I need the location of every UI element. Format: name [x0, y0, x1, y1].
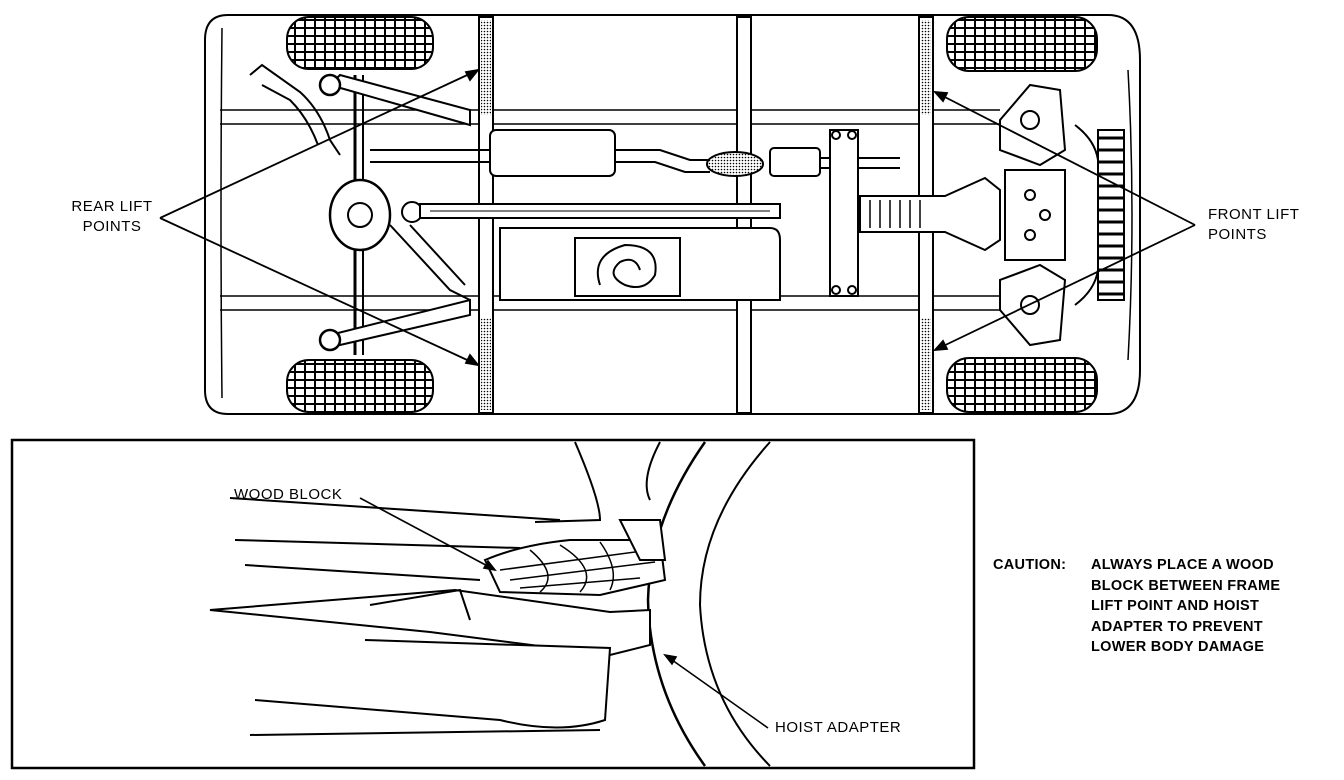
hoist-adapter-label: HOIST ADAPTER — [775, 719, 902, 736]
caution-line: BLOCK BETWEEN FRAME — [1091, 577, 1281, 594]
rear-lift-points-line-2: POINTS — [82, 218, 142, 235]
caution-note: CAUTION: ALWAYS PLACE A WOOD BLOCK BETWE… — [993, 555, 1333, 665]
differential — [328, 178, 392, 252]
front-left-tire — [946, 16, 1098, 72]
rear-lift-points-line-1: REAR LIFT — [71, 198, 153, 215]
front-lift-points-line-2: POINTS — [1208, 226, 1267, 243]
radiator — [1097, 129, 1125, 301]
front-suspension-lower — [999, 263, 1067, 347]
engine-block — [1004, 169, 1066, 261]
inset-tire — [646, 441, 707, 767]
rear-right-tire — [286, 359, 434, 413]
front-suspension-upper — [999, 83, 1067, 167]
lift-point-leaders — [159, 68, 1196, 367]
resonator — [706, 151, 764, 177]
rear-left-tire — [286, 16, 434, 70]
body-outline — [204, 14, 1141, 415]
transmission — [859, 176, 1001, 252]
front-lift-points-label: FRONT LIFT POINTS — [1208, 205, 1299, 245]
inset-frame-rail — [209, 588, 651, 657]
muffler — [489, 129, 616, 177]
rear-lift-points-label: REAR LIFT POINTS — [48, 197, 176, 237]
detail-inset — [10, 438, 976, 770]
wood-block-label: WOOD BLOCK — [234, 486, 343, 503]
front-right-tire — [946, 357, 1098, 413]
inset-hoist-adapter — [254, 639, 612, 729]
caution-body: ALWAYS PLACE A WOOD BLOCK BETWEEN FRAME … — [1091, 555, 1280, 658]
catalytic-converter — [769, 147, 821, 177]
caution-line: LOWER BODY DAMAGE — [1091, 639, 1265, 655]
caution-heading: CAUTION: — [993, 557, 1067, 573]
caution-line: ADAPTER TO PREVENT — [1091, 618, 1263, 635]
front-lift-points-line-1: FRONT LIFT — [1208, 206, 1300, 223]
inset-wood-block — [483, 519, 667, 597]
caution-line: LIFT POINT AND HOIST — [1091, 598, 1260, 614]
caution-line: ALWAYS PLACE A WOOD — [1091, 557, 1274, 573]
vehicle-underside — [204, 14, 1141, 415]
